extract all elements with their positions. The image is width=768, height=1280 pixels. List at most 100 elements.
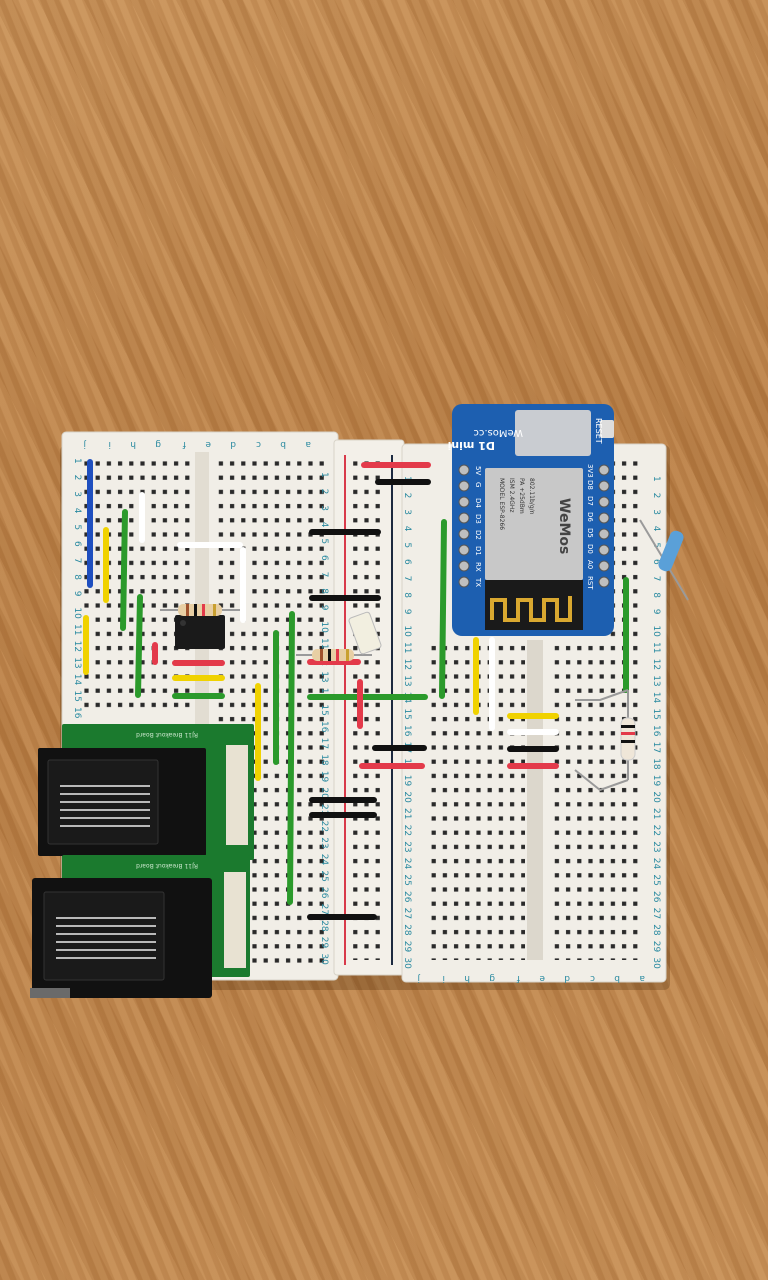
pin-header [458, 576, 470, 588]
header-pins [224, 872, 246, 968]
pin-header [598, 544, 610, 556]
pin-label: D3 [474, 514, 482, 524]
row-number: 14 [651, 692, 661, 704]
row-number: 5 [319, 538, 329, 544]
row-number: 20 [651, 791, 661, 803]
column-letter: b [614, 973, 620, 983]
row-number: 13 [402, 675, 412, 686]
pin-label: D8 [586, 480, 594, 490]
pin-label: D1 [474, 546, 482, 556]
row-number: 3 [72, 491, 82, 497]
pin-header [458, 560, 470, 572]
column-letter: a [305, 439, 311, 449]
column-letter: i [108, 439, 111, 449]
row-number: 13 [72, 657, 82, 668]
module-text: PA +25dBm [518, 478, 525, 514]
pin-header [458, 496, 470, 508]
column-letter: e [539, 973, 545, 983]
rj11-breakout-board-2 [30, 855, 250, 998]
row-number: 23 [402, 841, 412, 852]
column-letter: h [130, 439, 136, 449]
resistor [160, 604, 240, 616]
row-number: 22 [651, 825, 661, 836]
row-number: 7 [319, 572, 329, 578]
row-numbers-right: 1234567891011121314151617181920212223242… [651, 476, 661, 969]
row-number: 6 [651, 559, 661, 565]
row-number: 16 [402, 725, 412, 737]
row-number: 29 [651, 941, 661, 953]
hole-grid [548, 640, 638, 960]
row-number: 18 [651, 758, 661, 770]
wire-green [439, 519, 447, 699]
pin-label: D4 [474, 498, 482, 508]
row-number: 29 [319, 937, 329, 949]
row-number: 29 [402, 941, 412, 953]
d1-model-text: D1 mini [448, 439, 495, 452]
row-number: 3 [319, 505, 329, 511]
column-letter: i [442, 973, 445, 983]
row-number: 26 [319, 887, 329, 899]
row-number: 15 [319, 704, 329, 715]
row-number: 4 [319, 522, 329, 528]
column-letter: j [83, 439, 87, 449]
pin-label: D5 [586, 528, 594, 538]
pin-header [598, 528, 610, 540]
row-number: 23 [319, 837, 329, 848]
pin-label: RX [474, 562, 482, 572]
module-text: 802.11b/g/n [528, 478, 535, 515]
module-text: MODEL ESP-8266 [498, 478, 505, 530]
row-number: 11 [651, 642, 661, 653]
row-number: 1 [651, 476, 661, 482]
row-number: 6 [402, 559, 412, 565]
row-number: 5 [72, 524, 82, 530]
row-number: 14 [72, 674, 82, 686]
pin-header [458, 464, 470, 476]
row-number: 12 [72, 641, 82, 652]
row-number: 1 [72, 458, 82, 464]
row-number: 30 [402, 957, 412, 969]
row-number: 15 [72, 690, 82, 701]
row-number: 23 [651, 841, 661, 852]
wire-green [287, 611, 295, 905]
column-letter: g [489, 973, 495, 983]
antenna-trace [490, 596, 572, 622]
row-number: 1 [319, 472, 329, 478]
row-number: 10 [319, 621, 329, 633]
row-number: 8 [651, 592, 661, 598]
row-number: 15 [402, 708, 412, 719]
row-number: 8 [402, 592, 412, 598]
reset-button [600, 420, 614, 438]
pin-header [458, 528, 470, 540]
esp-module-shield [485, 468, 583, 580]
pin-label: D2 [474, 530, 482, 540]
row-number: 25 [402, 874, 412, 885]
pin-header [598, 480, 610, 492]
row-number: 20 [319, 787, 329, 799]
row-number: 28 [319, 920, 329, 932]
resistor [296, 649, 372, 661]
column-letter: g [155, 439, 161, 449]
column-letter: c [256, 439, 261, 449]
jack-contacts [56, 917, 156, 959]
row-number: 12 [651, 659, 661, 670]
ic-chip [175, 615, 225, 649]
row-number: 3 [402, 509, 412, 515]
row-number: 28 [651, 924, 661, 936]
row-number: 25 [319, 870, 329, 881]
column-letter: d [564, 973, 570, 983]
row-number: 15 [651, 708, 661, 719]
row-number: 11 [319, 638, 329, 649]
pin-label: A0 [586, 560, 594, 569]
row-number: 11 [402, 642, 412, 653]
row-number: 2 [319, 489, 329, 495]
row-number: 13 [651, 675, 661, 686]
row-number: 10 [651, 625, 661, 637]
row-number: 2 [651, 493, 661, 499]
row-number: 16 [319, 721, 329, 733]
row-number: 17 [319, 738, 329, 749]
resistor [574, 689, 636, 792]
row-number: 24 [402, 858, 412, 870]
row-number: 16 [651, 725, 661, 737]
